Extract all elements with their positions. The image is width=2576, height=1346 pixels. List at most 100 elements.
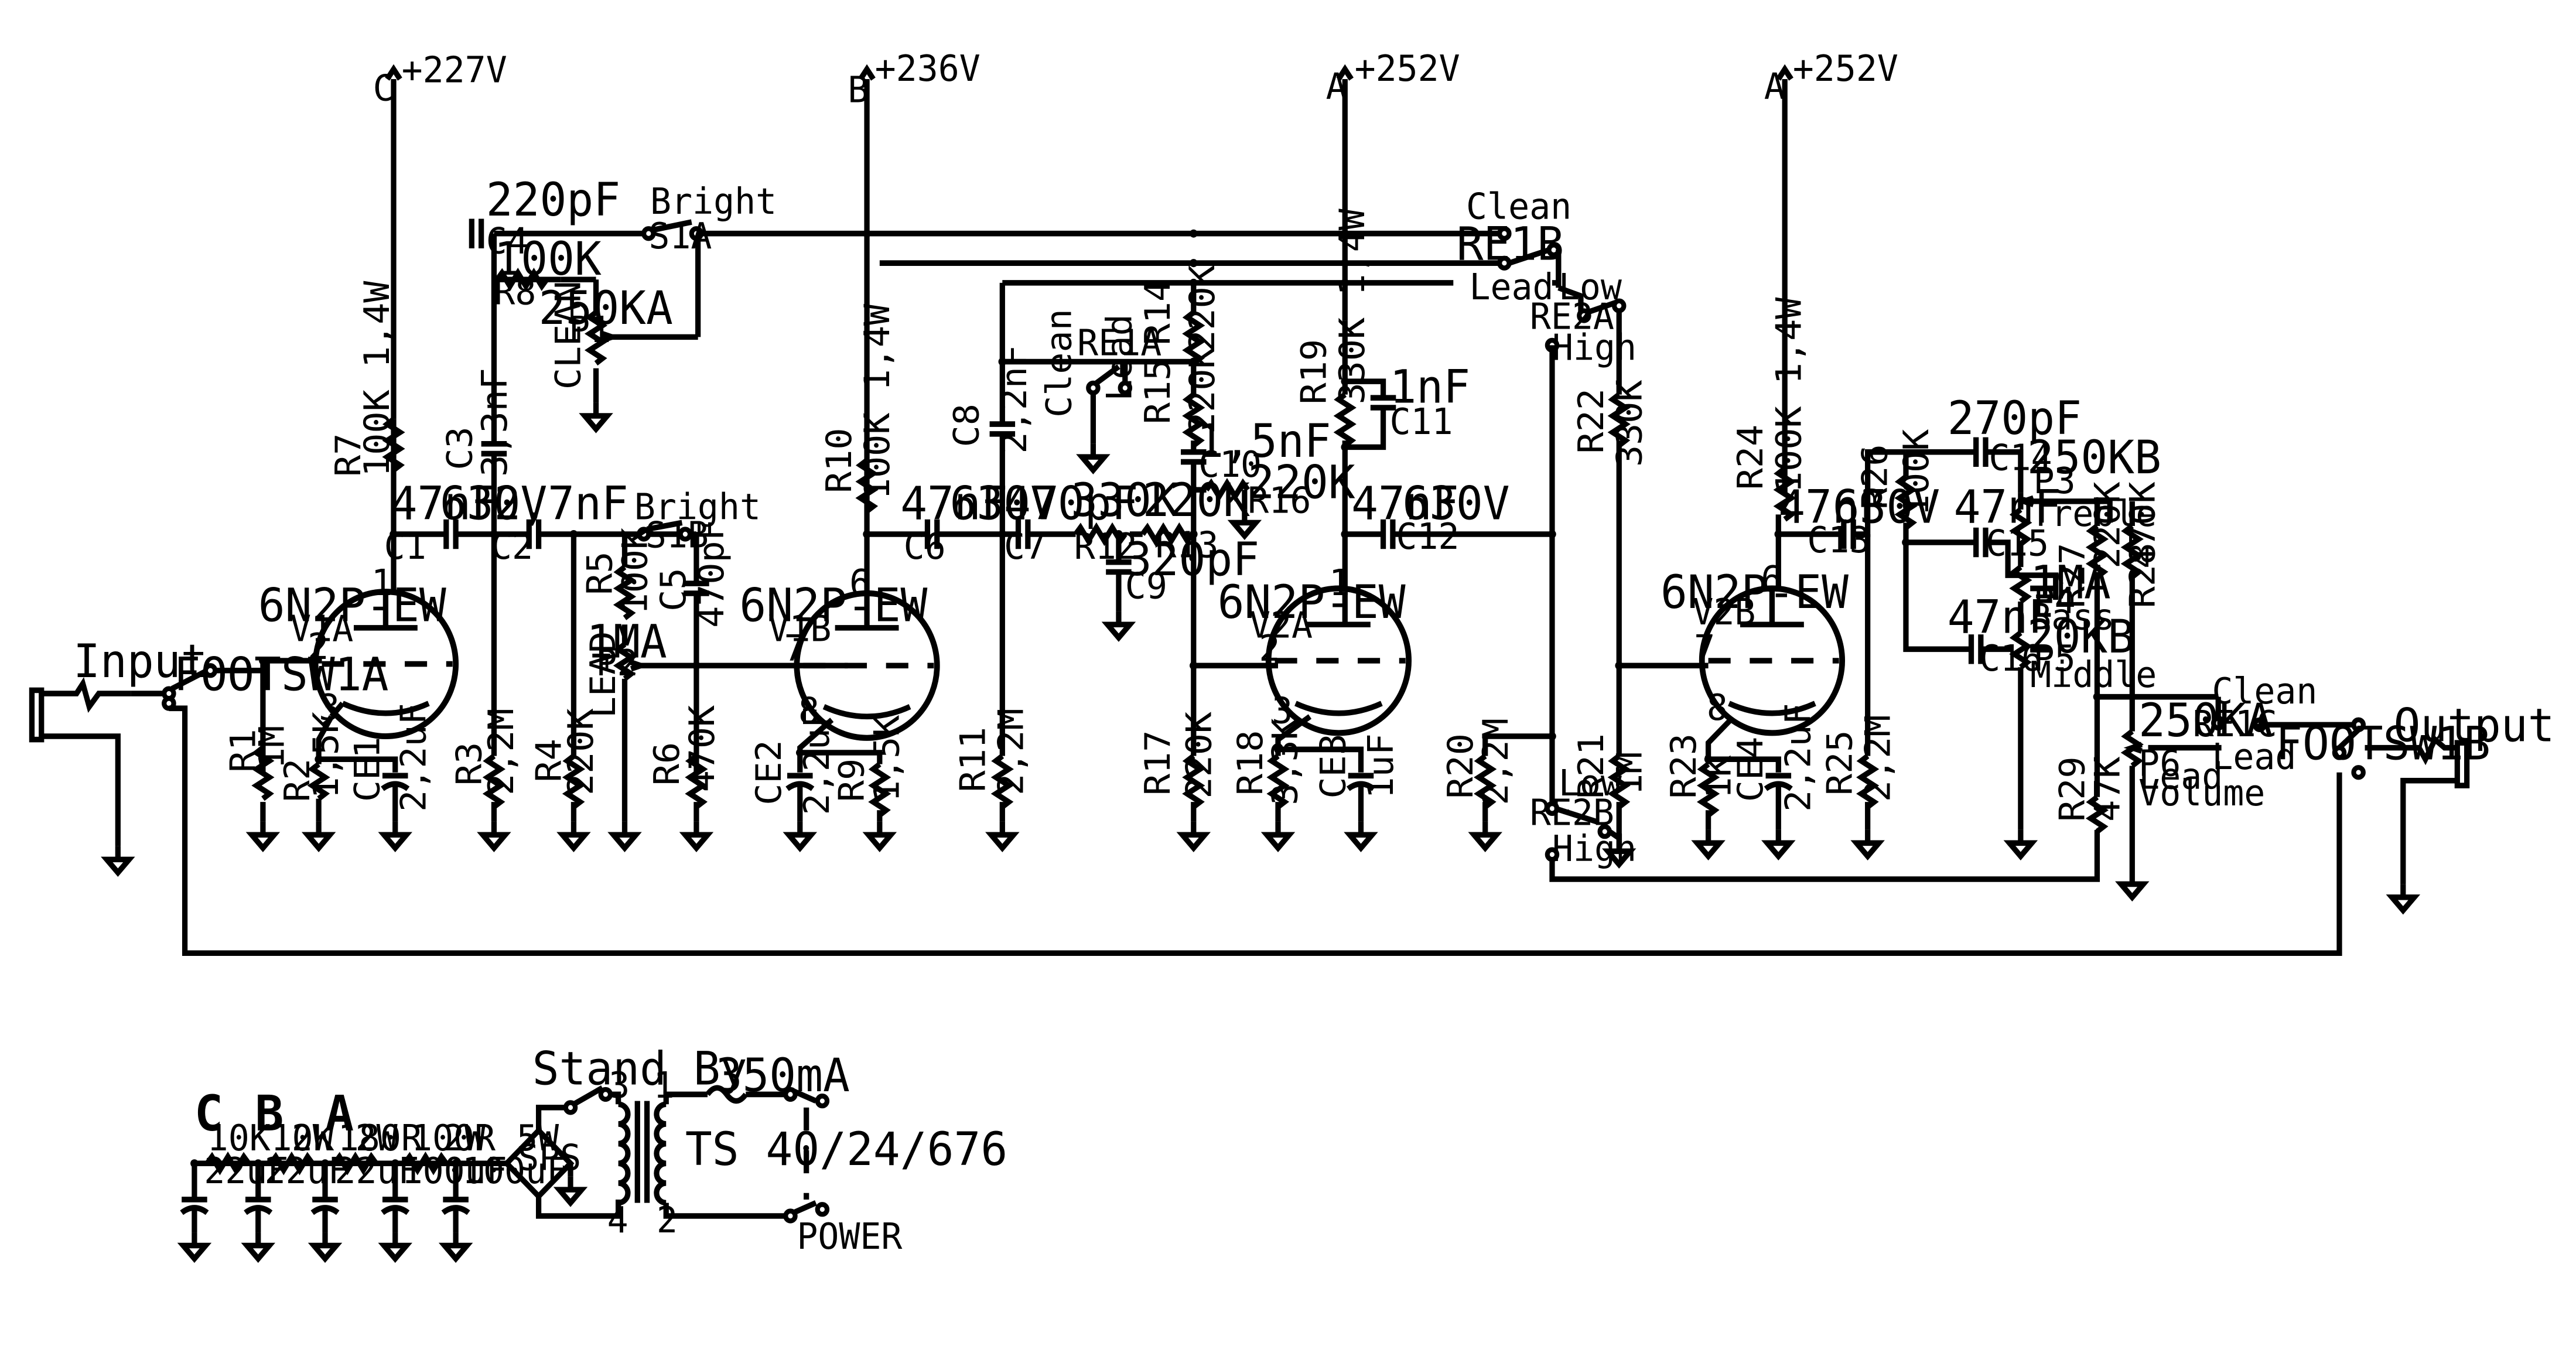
ps-c4: 100uF: [402, 1150, 507, 1192]
c5-value: 470pF: [692, 519, 732, 628]
r2-value: 1,5K: [306, 712, 347, 799]
re1a-lead: Lead: [1100, 314, 1140, 401]
c12-rating: 630V: [1402, 477, 1509, 531]
rectifier-label: SPS: [518, 1137, 581, 1179]
stage3-wiring: [1267, 320, 1556, 848]
ce4-ref: CE4: [1731, 737, 1771, 802]
p6-label1: Lead: [2138, 756, 2223, 798]
footswitch-a[interactable]: FOOTSW1A: [131, 648, 2342, 956]
ps-c3: 22uF: [334, 1150, 419, 1192]
r17-value: 220K: [1180, 712, 1220, 799]
re1c-lead: Lead: [2212, 736, 2296, 778]
tube-v2b: 6N2P-EW V2B 6 7 8: [1661, 559, 1849, 736]
footswitch-b[interactable]: [2332, 717, 2403, 780]
r19-ref: R19: [1294, 339, 1334, 404]
relay-re2b[interactable]: [1474, 732, 2100, 882]
r15-value: 220K: [1183, 347, 1223, 434]
stage2-wiring: [785, 282, 1279, 848]
c11-ref: C11: [1389, 401, 1453, 443]
re2b-high: High: [1552, 828, 1637, 870]
r7-value: 100K 1,4W: [357, 281, 398, 477]
c4-ref: C4: [486, 221, 528, 262]
r12-value: 330K: [1071, 474, 1178, 527]
tube-ref: V2A: [1249, 605, 1313, 647]
r16-ref: R16: [1248, 480, 1311, 522]
ps-r1: 10K 2W: [207, 1118, 334, 1159]
bright-bus: [494, 229, 1505, 287]
output-jack[interactable]: Output: [2392, 699, 2555, 910]
fuse-label: 350mA: [716, 1049, 850, 1102]
stage1-switch-s1a[interactable]: [641, 219, 704, 241]
relay-re2a[interactable]: [1545, 250, 1630, 865]
p4-ref: P4: [2034, 580, 2076, 622]
r14-ref: R14: [1138, 280, 1178, 345]
p3-label: Treble: [2030, 493, 2157, 535]
r25-value: 2,2M: [1858, 715, 1899, 802]
input-jack[interactable]: Input: [29, 635, 207, 873]
rail-net-label: C: [373, 68, 394, 110]
c7-ref: C7: [1004, 526, 1046, 568]
r2-ref: R2: [278, 759, 318, 802]
c4-value: 220pF: [486, 173, 620, 227]
re2b-low: Low: [1559, 763, 1622, 804]
c12-ref: C12: [1396, 516, 1459, 558]
c8-ref: C8: [947, 404, 987, 447]
r4-value: 220K: [561, 708, 602, 795]
c13-ref: C13: [1807, 520, 1870, 561]
stage4-labels: R24 100K 1,4W 47nF 630V C13 R23 1K CE4 2…: [1664, 297, 2490, 822]
power-label: POWER: [797, 1216, 903, 1258]
output-label: Output: [2393, 699, 2554, 752]
s1b-label: Bright: [634, 487, 761, 528]
r22-ref: R22: [1571, 388, 1612, 453]
c2-ref: C2: [491, 526, 533, 568]
p5-label: Middle: [2030, 654, 2157, 696]
r28-ref: R28: [2123, 543, 2163, 608]
re2a-high: High: [1552, 327, 1637, 369]
re2b-ref: RE2B: [1530, 792, 1614, 834]
stage3-labels: R19 330K 1,4W 1nF C11 47nF 630V C12 R18 …: [1231, 186, 1650, 870]
c6-rating: 630V: [950, 477, 1057, 531]
r25-ref: R25: [1820, 730, 1860, 795]
r21-ref: R21: [1571, 733, 1612, 798]
tube-type: 6N2P-EW: [258, 579, 446, 633]
r23-ref: R23: [1664, 733, 1704, 798]
tube-v1b: 6N2P-EW V1B 6 7 8: [739, 562, 940, 741]
tube-ref: V1B: [768, 608, 831, 650]
ps-r3: 180R 2W: [338, 1118, 486, 1159]
pin-label: 8: [1707, 687, 1728, 729]
r7-ref: R7: [329, 433, 369, 477]
standby-label: Stand By: [532, 1043, 747, 1096]
re1b-clean: Clean: [1466, 186, 1571, 228]
p6-value: 250KA: [2138, 694, 2273, 747]
supply-rail-c: C +227V: [373, 50, 507, 419]
r28-value: 470K: [2123, 481, 2163, 569]
stage1-wiring: [252, 218, 848, 848]
pin-label: 2: [308, 626, 329, 668]
r19-value: 330K 1,4W: [1333, 209, 1373, 405]
p4-value: 1MA: [2030, 556, 2111, 609]
r13-value: 220K: [1143, 474, 1251, 527]
footswitch-a-label: FOOTSW1A: [174, 648, 389, 701]
c8-value: 2,2nF: [995, 345, 1035, 454]
footswitch-b-label: FOOTSW1B: [2276, 717, 2490, 770]
stage4-wiring: [1619, 437, 2219, 897]
stage1-labels: R7 100K 1,4W 47nF 630V C1 2,7nF C2 C3 3,…: [223, 173, 777, 812]
r12-ref: R12: [1074, 526, 1137, 568]
p6-ref: P6: [2138, 743, 2181, 784]
r10-ref: R10: [819, 428, 860, 493]
stage1-switch-s1b[interactable]: [636, 520, 693, 542]
r27-ref: R27: [2053, 543, 2093, 608]
r18-value: 3,3K: [1265, 718, 1306, 805]
ce2-value: 2,2uF: [797, 706, 838, 815]
r29-value: 47K: [2088, 756, 2128, 822]
r18-ref: R18: [1231, 730, 1271, 795]
power-supply-labels: C B A 10K 2W 10K 2W 180R 2W 100R 5W 22uF…: [194, 1043, 1007, 1258]
c2-value: 2,7nF: [494, 477, 628, 531]
tube-type: 6N2P-EW: [1661, 566, 1849, 619]
ce2-ref: CE2: [749, 740, 790, 805]
pin-3: 3: [609, 1065, 630, 1106]
c1-rating: 630V: [440, 477, 547, 531]
pin-2: 2: [657, 1200, 678, 1241]
stage2-labels: R10 100K 1,4W 47nF 630V C6 470pF C7 CE2 …: [749, 265, 1355, 815]
re1a-ref: RE1A: [1077, 322, 1161, 364]
